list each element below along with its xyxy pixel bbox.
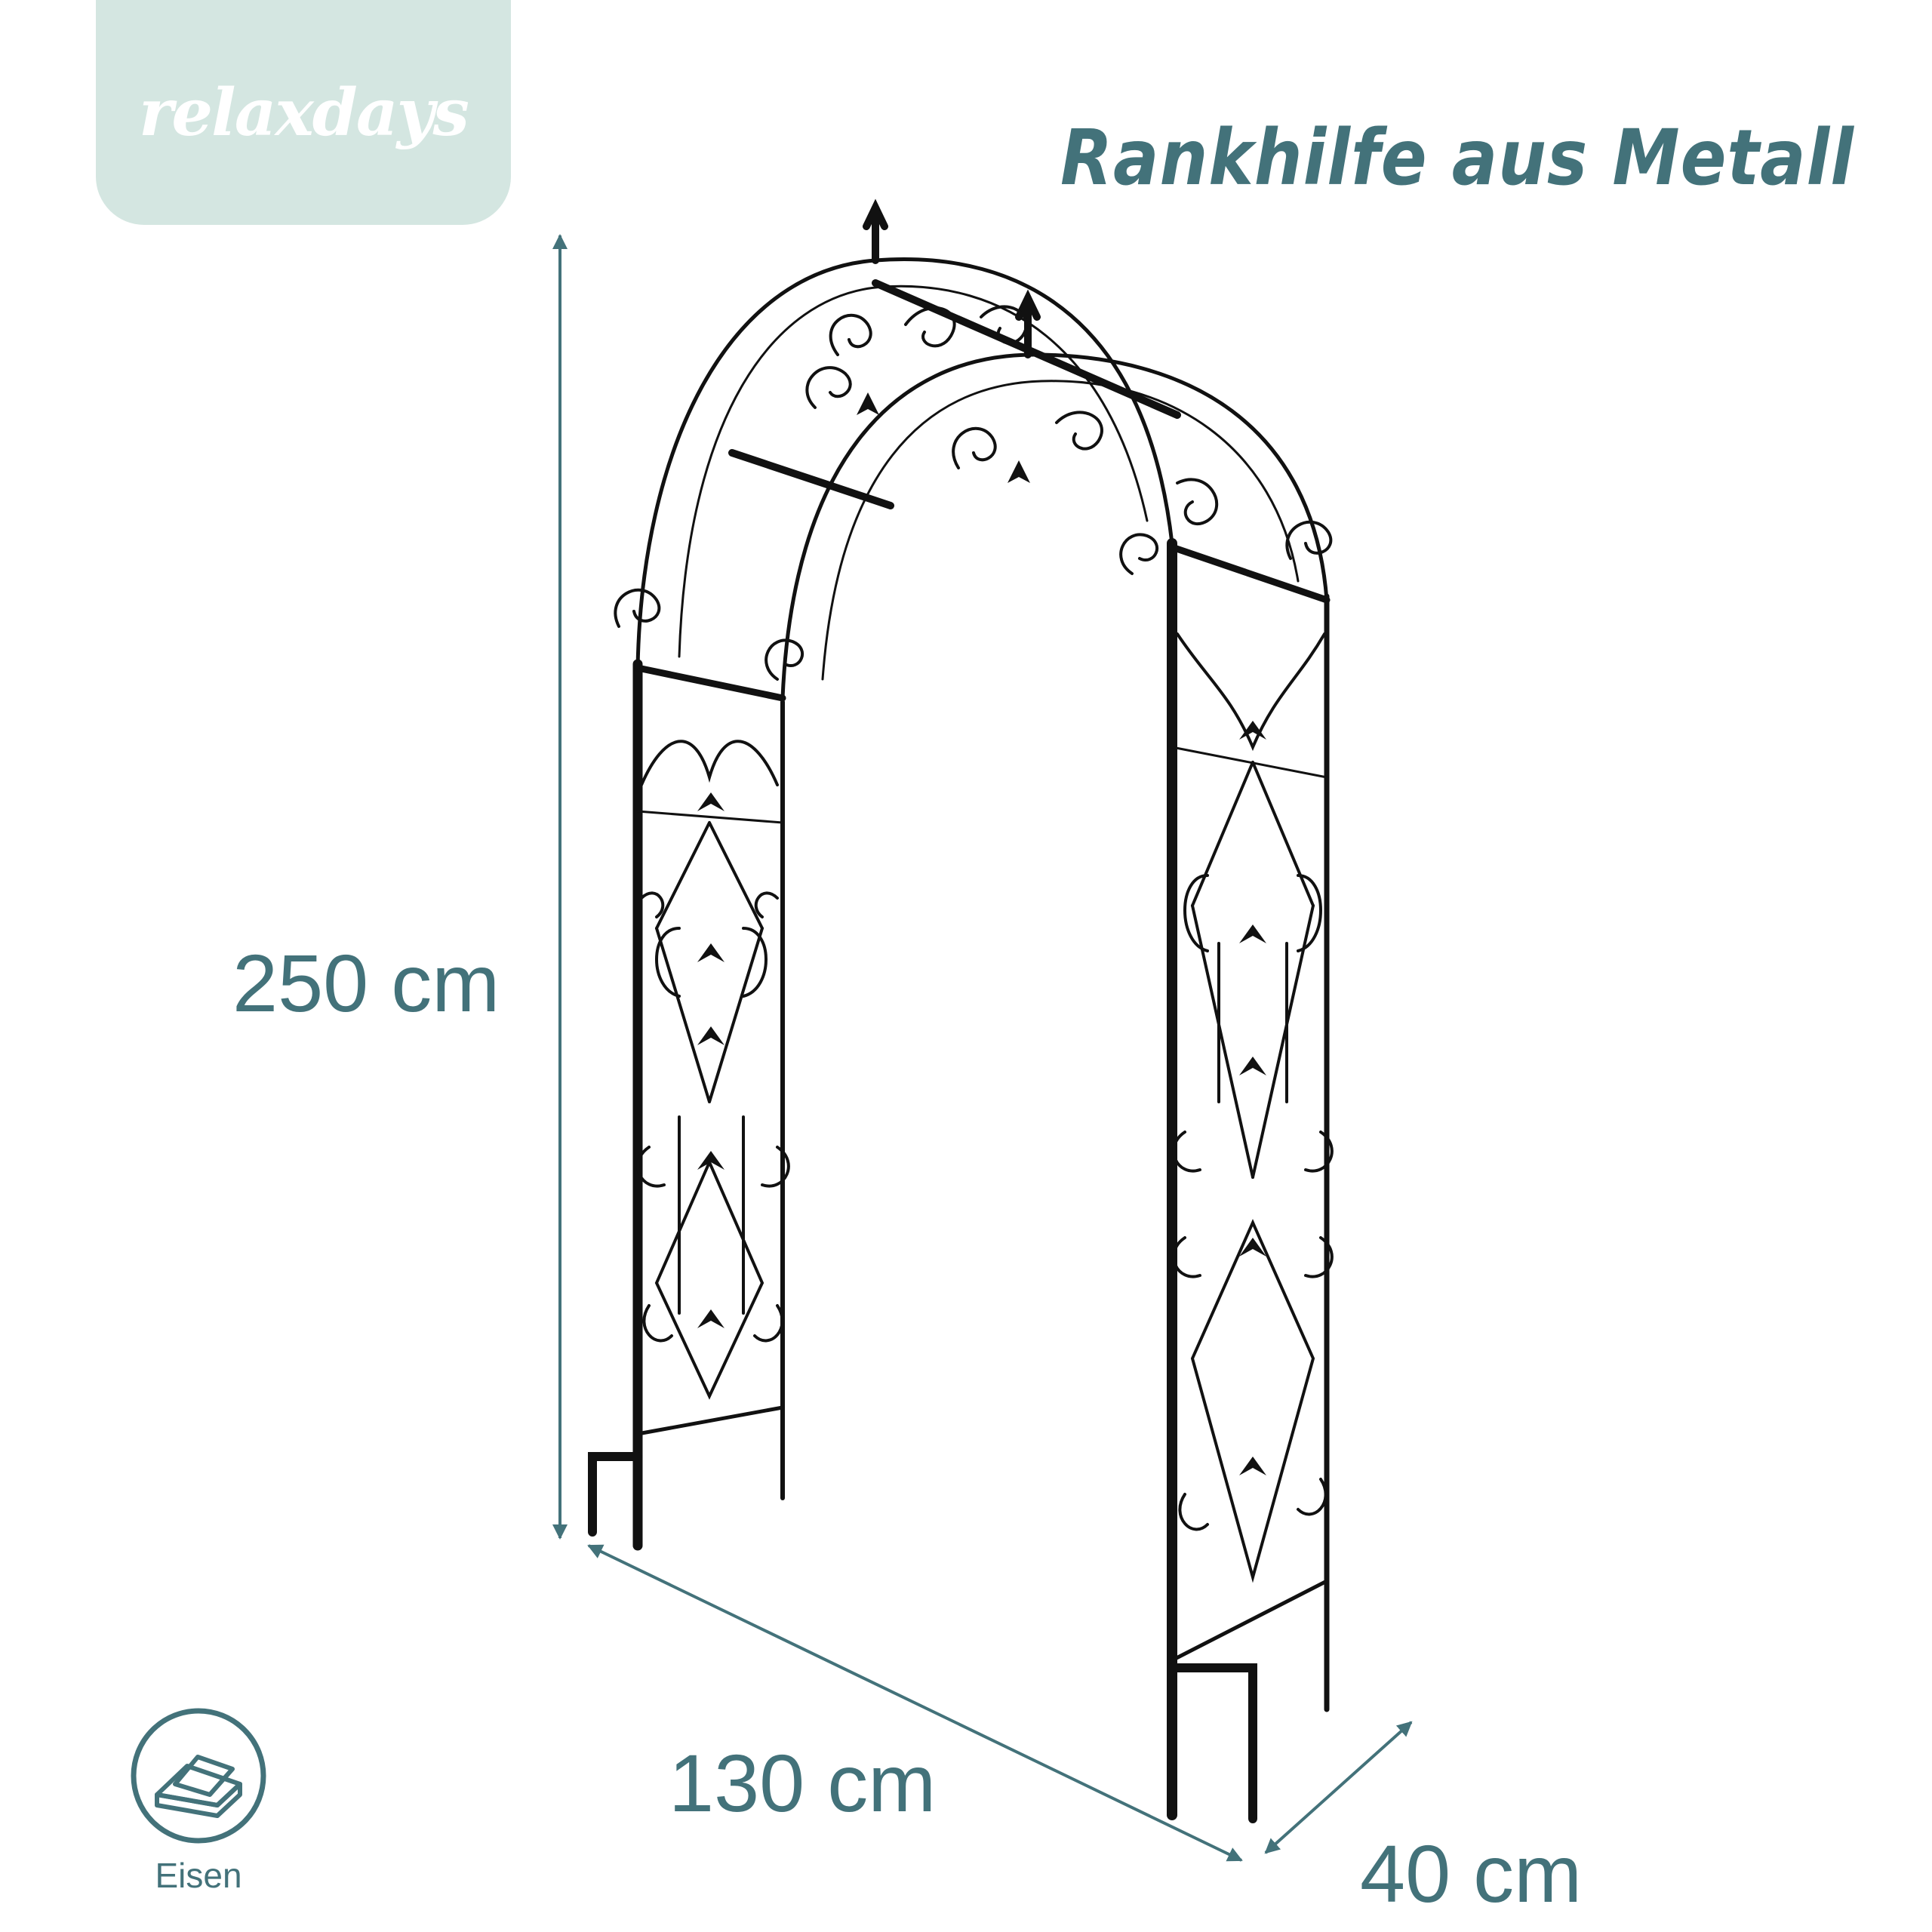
width-dimension-label: 130 cm <box>669 1737 937 1829</box>
garden-arch <box>588 198 1334 1823</box>
brand-logo-text: relaxdays <box>139 74 469 151</box>
height-dimension-label: 250 cm <box>232 937 500 1029</box>
width-arrow <box>587 1544 1243 1862</box>
depth-dimension-label: 40 cm <box>1360 1828 1583 1919</box>
material-badge: Eisen <box>128 1706 269 1896</box>
leaf-ornaments <box>697 392 1266 1475</box>
dimension-arrows <box>552 234 1413 1862</box>
depth-arrow <box>1264 1721 1413 1854</box>
material-label: Eisen <box>155 1856 242 1895</box>
page-title: Rankhilfe aus Metall <box>1060 113 1854 203</box>
iron-ingot-icon <box>131 1708 266 1844</box>
brand-logo: relaxdays <box>96 0 511 225</box>
